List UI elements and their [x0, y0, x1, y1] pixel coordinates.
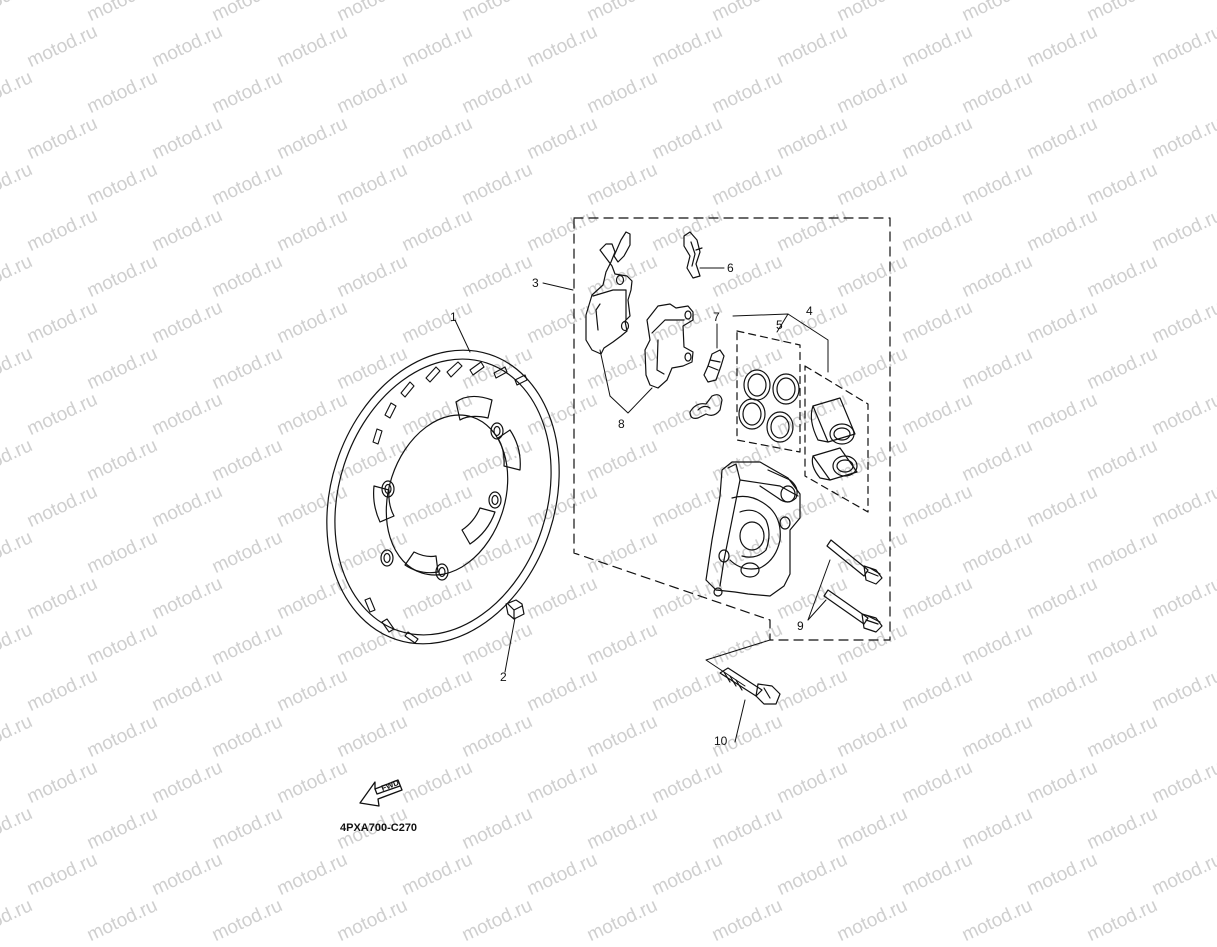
pad-spring: [683, 231, 703, 279]
fwd-arrow-badge: [359, 779, 403, 807]
leader-lines: [454, 267, 831, 743]
caliper-piston-set: [804, 365, 869, 513]
caliper-seal-kit: [736, 330, 801, 453]
bleed-screw: [703, 349, 725, 383]
callout-3: 3: [532, 276, 539, 290]
brake-assembly-drawing: [326, 217, 891, 807]
brake-disc: [326, 349, 560, 645]
brake-pad-right: [644, 303, 694, 389]
catalog-code-label: 4PXA700-C270: [340, 822, 418, 834]
callout-10: 10: [714, 734, 728, 748]
callout-2: 2: [500, 670, 507, 684]
caliper-mounting-bolt: [719, 667, 781, 705]
caliper-body: [705, 461, 801, 597]
brake-pad-left: [585, 231, 633, 355]
callout-8: 8: [618, 417, 625, 431]
caliper-pin-upper: [826, 539, 883, 585]
callout-5: 5: [776, 318, 783, 332]
callout-9: 9: [797, 619, 804, 633]
caliper-pin-lower: [823, 589, 883, 633]
callout-6: 6: [727, 261, 734, 275]
disc-bolt: [505, 599, 525, 620]
callout-4: 4: [806, 304, 813, 318]
bleed-screw-cap: [689, 394, 723, 419]
callout-7: 7: [713, 310, 720, 324]
callout-1: 1: [450, 310, 457, 324]
